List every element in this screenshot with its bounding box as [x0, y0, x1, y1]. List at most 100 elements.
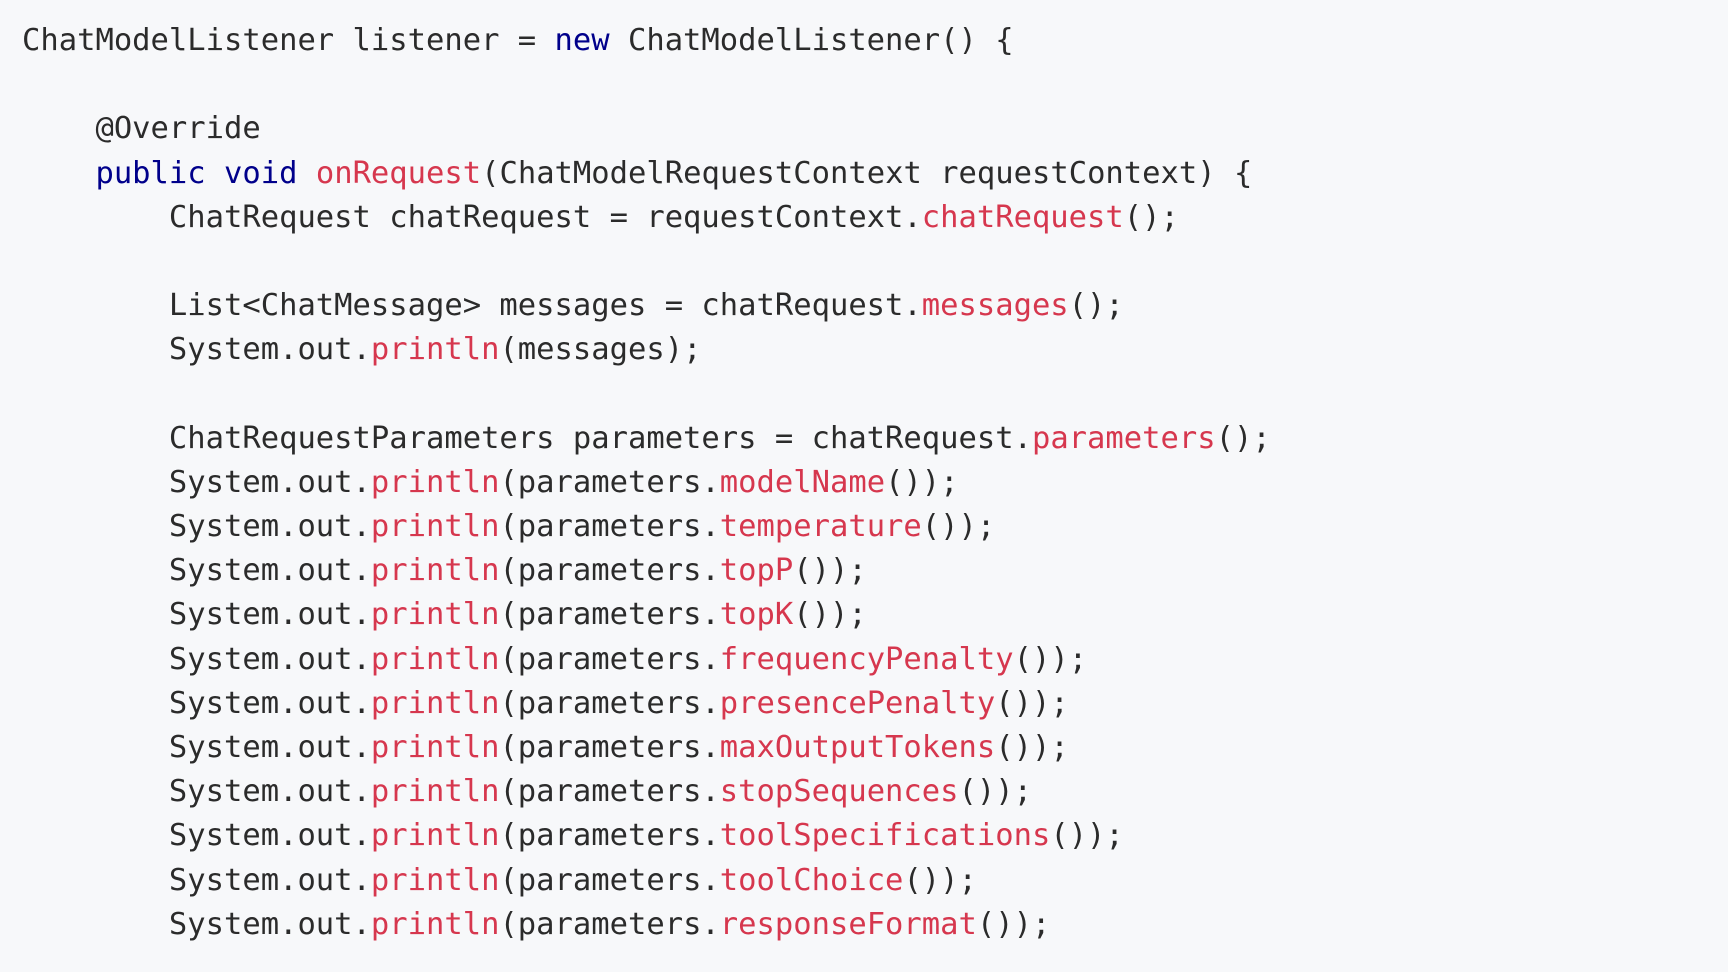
- code-token-plain: (parameters.: [499, 464, 720, 500]
- code-token-method: println: [370, 332, 500, 368]
- code-token-plain: (parameters.: [499, 553, 720, 589]
- code-token-method: println: [370, 464, 500, 500]
- code-token-plain: (parameters.: [499, 509, 720, 545]
- code-token-plain: ();: [1123, 199, 1179, 235]
- code-line: public void onRequest(ChatModelRequestCo…: [22, 152, 1702, 196]
- code-token-plain: System.out.: [22, 509, 371, 545]
- code-token-plain: ();: [1215, 420, 1271, 456]
- code-token-method: frequencyPenalty: [719, 641, 1014, 677]
- code-token-plain: ());: [885, 464, 959, 500]
- code-token-method: messages: [921, 288, 1069, 324]
- code-token-plain: (ChatModelRequestContext requestContext)…: [481, 155, 1253, 191]
- code-token-plain: ChatModelListener() {: [609, 23, 1014, 58]
- code-line: [22, 373, 1702, 417]
- code-line: System.out.println(parameters.temperatur…: [22, 505, 1702, 549]
- code-line: System.out.println(parameters.stopSequen…: [22, 770, 1702, 814]
- code-token-method: println: [370, 862, 500, 898]
- code-line: System.out.println(parameters.toolChoice…: [22, 859, 1702, 903]
- code-token-plain: System.out.: [22, 862, 371, 898]
- code-token-plain: (parameters.: [499, 774, 720, 810]
- code-line: [22, 63, 1702, 107]
- code-token-plain: ());: [793, 597, 867, 633]
- code-token-plain: ());: [1013, 641, 1088, 677]
- code-line: System.out.println(messages);: [22, 328, 1702, 372]
- code-token-method: parameters: [1031, 420, 1216, 456]
- code-line: @Override: [22, 107, 1702, 151]
- code-line: ChatRequest chatRequest = requestContext…: [22, 196, 1702, 240]
- code-token-plain: System.out.: [22, 906, 371, 942]
- code-token-plain: ());: [958, 774, 1032, 810]
- code-line: System.out.println(parameters.maxOutputT…: [22, 726, 1702, 770]
- code-token-plain: ());: [995, 730, 1069, 765]
- code-token-plain: System.out.: [22, 818, 371, 854]
- code-line: ChatRequestParameters parameters = chatR…: [22, 417, 1702, 461]
- code-block: ChatModelListener listener = new ChatMod…: [22, 19, 1702, 947]
- code-token-method: println: [370, 906, 500, 942]
- code-line: System.out.println(parameters.frequencyP…: [22, 638, 1702, 682]
- code-token-method: println: [370, 509, 500, 545]
- code-token-plain: [297, 156, 315, 191]
- code-token-method: onRequest: [315, 155, 482, 191]
- code-line: ChatModelListener listener = new ChatMod…: [22, 19, 1702, 63]
- code-token-plain: (parameters.: [499, 641, 720, 677]
- code-line: System.out.println(parameters.presencePe…: [22, 682, 1702, 726]
- code-token-method: println: [370, 685, 500, 721]
- code-token-keyword: new: [554, 23, 610, 58]
- code-token-method: toolChoice: [719, 862, 904, 898]
- code-token-plain: System.out.: [22, 730, 371, 765]
- code-token-plain: System.out.: [22, 774, 371, 810]
- code-token-plain: ChatRequest chatRequest = requestContext…: [22, 199, 922, 235]
- code-token-plain: ());: [976, 906, 1051, 942]
- code-token-method: modelName: [719, 464, 886, 500]
- code-token-plain: ());: [1050, 818, 1124, 854]
- code-token-plain: System.out.: [22, 464, 371, 500]
- code-token-plain: System.out.: [22, 553, 371, 589]
- code-line: System.out.println(parameters.toolSpecif…: [22, 814, 1702, 858]
- code-token-plain: ());: [793, 553, 867, 589]
- code-line: System.out.println(parameters.responseFo…: [22, 903, 1702, 947]
- code-token-plain: ());: [903, 862, 977, 898]
- code-token-method: topP: [719, 553, 794, 589]
- code-line: [22, 240, 1702, 284]
- code-token-plain: [22, 156, 95, 191]
- code-token-method: println: [370, 553, 500, 589]
- code-line: System.out.println(parameters.modelName(…: [22, 461, 1702, 505]
- code-token-method: temperature: [719, 509, 922, 545]
- code-token-plain: List<ChatMessage> messages = chatRequest…: [22, 288, 922, 324]
- code-token-plain: (parameters.: [499, 685, 720, 721]
- code-token-method: maxOutputTokens: [719, 730, 996, 765]
- code-token-plain: ChatModelListener listener =: [22, 23, 555, 58]
- code-token-plain: System.out.: [22, 685, 371, 721]
- code-token-plain: ());: [995, 685, 1069, 721]
- code-token-method: toolSpecifications: [719, 818, 1051, 854]
- code-line: System.out.println(parameters.topK());: [22, 593, 1702, 637]
- code-token-plain: (parameters.: [499, 818, 720, 854]
- code-token-plain: (parameters.: [499, 730, 720, 765]
- code-token-plain: System.out.: [22, 597, 371, 633]
- code-token-plain: ();: [1068, 288, 1124, 324]
- code-token-method: chatRequest: [921, 199, 1124, 235]
- code-token-plain: (messages);: [499, 332, 702, 368]
- code-token-plain: ChatRequestParameters parameters = chatR…: [22, 420, 1032, 456]
- code-token-plain: (parameters.: [499, 906, 720, 942]
- code-token-method: println: [370, 730, 500, 765]
- code-token-method: topK: [719, 597, 794, 633]
- code-token-method: stopSequences: [719, 774, 959, 810]
- code-token-method: println: [370, 597, 500, 633]
- code-token-plain: System.out.: [22, 641, 371, 677]
- code-token-plain: ());: [921, 509, 996, 545]
- code-token-method: println: [370, 641, 500, 677]
- code-token-keyword: void: [224, 155, 298, 191]
- code-token-plain: [206, 156, 224, 191]
- code-line: System.out.println(parameters.topP());: [22, 549, 1702, 593]
- code-token-method: println: [370, 818, 500, 854]
- code-token-method: presencePenalty: [719, 685, 996, 721]
- code-token-keyword: public: [95, 155, 206, 191]
- code-line: List<ChatMessage> messages = chatRequest…: [22, 284, 1702, 328]
- code-token-plain: (parameters.: [499, 597, 720, 633]
- code-token-method: println: [370, 774, 500, 810]
- code-token-plain: (parameters.: [499, 862, 720, 898]
- code-token-method: responseFormat: [719, 906, 977, 942]
- code-token-plain: System.out.: [22, 332, 371, 368]
- code-token-annotation: @Override: [22, 111, 261, 147]
